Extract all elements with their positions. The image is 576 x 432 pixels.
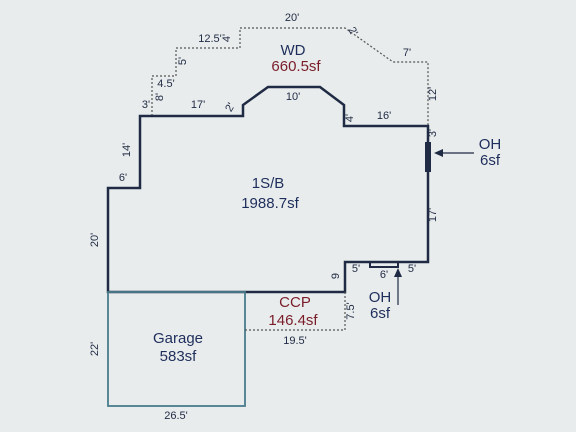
oh-right-name: OH: [479, 136, 502, 153]
oh-right-area: 6sf: [480, 152, 501, 169]
dim-main-5-left: 5': [352, 263, 360, 275]
garage-outline: [107, 291, 246, 407]
dim-garage-22: 22': [89, 342, 101, 356]
dim-main-3-right: 3': [427, 129, 439, 137]
oh-bottom-box: [369, 261, 399, 268]
dim-main-6-bottom: 6': [380, 269, 388, 281]
dim-main-3: 3': [142, 99, 150, 111]
dim-wd-4: 4': [221, 34, 233, 42]
dim-main-17-right: 17': [427, 208, 439, 222]
dim-main-14: 14': [121, 143, 133, 157]
dim-main-4: 4': [344, 114, 356, 122]
dim-main-2: 2': [223, 101, 238, 114]
garage-name: Garage: [153, 330, 203, 347]
dim-wd-12: 12': [427, 87, 439, 101]
dim-wd-5: 5': [177, 57, 189, 65]
dim-wd-4-5: 4.5': [157, 78, 174, 90]
oh-right-arrowhead: [434, 149, 443, 157]
oh-bottom-name: OH: [369, 289, 392, 306]
dim-wd-top: 20': [285, 12, 299, 24]
oh-right-box: [425, 142, 431, 172]
wd-area: 660.5sf: [271, 58, 321, 75]
ccp-name: CCP: [279, 294, 311, 311]
dim-main-10: 10': [286, 91, 300, 103]
dim-main-17-top: 17': [191, 99, 205, 111]
ccp-outline: [245, 292, 346, 331]
ccp-area: 146.4sf: [268, 312, 318, 329]
dim-ccp-7-5: 7.5': [345, 302, 357, 319]
wd-name: WD: [281, 42, 306, 59]
main-name: 1S/B: [252, 175, 285, 192]
dim-main-20: 20': [89, 233, 101, 247]
main-house-outline: [106, 85, 430, 294]
dim-main-16: 16': [377, 110, 391, 122]
garage-area: 583sf: [160, 348, 198, 365]
dim-wd-7: 7': [403, 47, 411, 59]
oh-bottom-arrowhead: [394, 268, 402, 277]
oh-bottom-area: 6sf: [370, 305, 391, 322]
dim-wd-12-5: 12.5': [198, 33, 222, 45]
dim-wd-2: 2': [345, 25, 360, 38]
dim-wd-8: 8': [154, 93, 166, 101]
dim-main-9: 9: [330, 273, 342, 279]
dim-main-5-right: 5': [408, 263, 416, 275]
dim-garage-26-5: 26.5': [164, 410, 188, 422]
wd-deck-outline: [151, 27, 429, 126]
dim-main-6: 6': [119, 172, 127, 184]
dim-ccp-19-5: 19.5': [283, 335, 307, 347]
main-area: 1988.7sf: [241, 195, 299, 212]
